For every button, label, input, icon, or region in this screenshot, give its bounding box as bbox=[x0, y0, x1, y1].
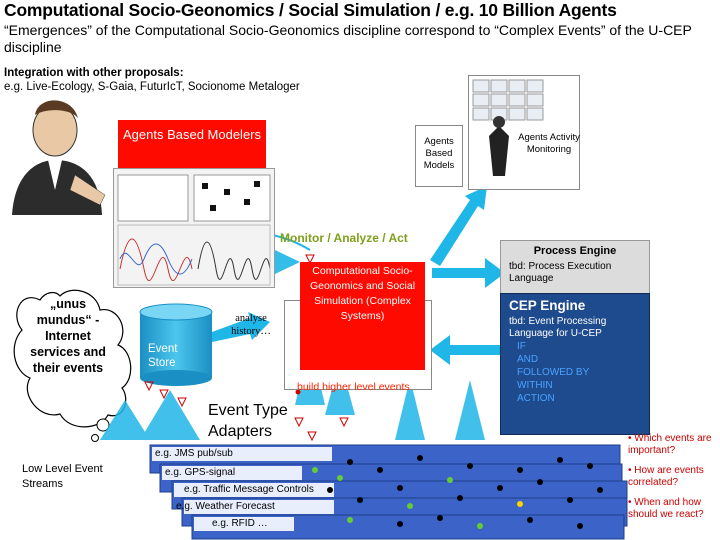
plots-graphic bbox=[117, 174, 271, 286]
page-title: Computational Socio-Geonomics / Social S… bbox=[4, 0, 617, 20]
monitor-analyze-act-label: Monitor / Analyze / Act bbox=[280, 231, 408, 245]
cep-engine-desc: tbd: Event Processing Language for U-CEP bbox=[509, 316, 607, 339]
question-item: • Which events are important? bbox=[628, 433, 712, 456]
arrow-to-activity bbox=[430, 186, 487, 266]
agents-based-models-label: Agents Based Models bbox=[415, 125, 463, 187]
build-events-label: build higher level events bbox=[297, 381, 410, 393]
person-figure bbox=[12, 100, 106, 215]
integration-label: Integration with other proposals: bbox=[4, 67, 184, 79]
simulation-plots-image bbox=[113, 168, 275, 288]
cep-engine-title: CEP Engine bbox=[509, 298, 586, 313]
integration-block: Integration with other proposals: e.g. L… bbox=[4, 66, 300, 94]
triangle-markers bbox=[144, 254, 349, 442]
low-level-streams-label: Low Level Event Streams bbox=[22, 463, 103, 490]
process-engine-title: Process Engine bbox=[533, 245, 617, 257]
monitoring-wall-graphic bbox=[472, 79, 544, 176]
process-engine-box: Process Engine tbd: Process Execution La… bbox=[500, 240, 650, 298]
unus-mundus-label: „unus mundus“ - Internet services and th… bbox=[30, 297, 106, 375]
page-subtitle: “Emergences” of the Computational Socio-… bbox=[4, 22, 692, 55]
arrow-to-process bbox=[432, 258, 505, 288]
stream-label: e.g. JMS pub/sub bbox=[155, 448, 233, 459]
process-engine-desc: tbd: Process Execution Language bbox=[509, 261, 612, 284]
agents-activity-monitoring-label: Agents Activity Monitoring bbox=[518, 132, 580, 155]
stream-label: e.g. Weather Forecast bbox=[176, 501, 275, 512]
stream-label: e.g. GPS-signal bbox=[165, 467, 236, 478]
integration-items: e.g. Live-Ecology, S-Gaia, FuturIcT, Soc… bbox=[4, 81, 300, 93]
question-item: • When and how should we react? bbox=[628, 497, 704, 520]
event-store-cylinder bbox=[139, 303, 213, 386]
cep-keyword: IF bbox=[517, 341, 526, 352]
arrow-from-cep bbox=[430, 335, 500, 365]
cep-engine-box: CEP Engine tbd: Event Processing Languag… bbox=[500, 293, 650, 435]
cep-keyword: AND bbox=[517, 354, 539, 365]
event-dots bbox=[312, 455, 603, 529]
stream-label: e.g. RFID … bbox=[212, 518, 268, 529]
event-type-adapters-label: Event Type Adapters bbox=[208, 402, 288, 440]
cep-keyword: FOLLOWED BY bbox=[517, 367, 590, 378]
event-streams bbox=[149, 444, 628, 540]
questions-list: • Which events are important? • How are … bbox=[628, 433, 720, 529]
simulation-box: Computational Socio-Geonomics and Social… bbox=[300, 262, 425, 370]
question-item: • How are events correlated? bbox=[628, 465, 704, 488]
event-store-label: Event Store bbox=[148, 343, 178, 369]
stream-label: e.g. Traffic Message Controls bbox=[184, 484, 314, 495]
cep-keyword: WITHIN bbox=[517, 380, 553, 391]
analyse-history-label: analyse history… bbox=[231, 313, 271, 337]
agents-based-modelers-box: Agents Based Modelers bbox=[118, 120, 266, 172]
agents-activity-monitoring-image bbox=[468, 75, 580, 190]
cep-keyword: ACTION bbox=[517, 393, 555, 404]
